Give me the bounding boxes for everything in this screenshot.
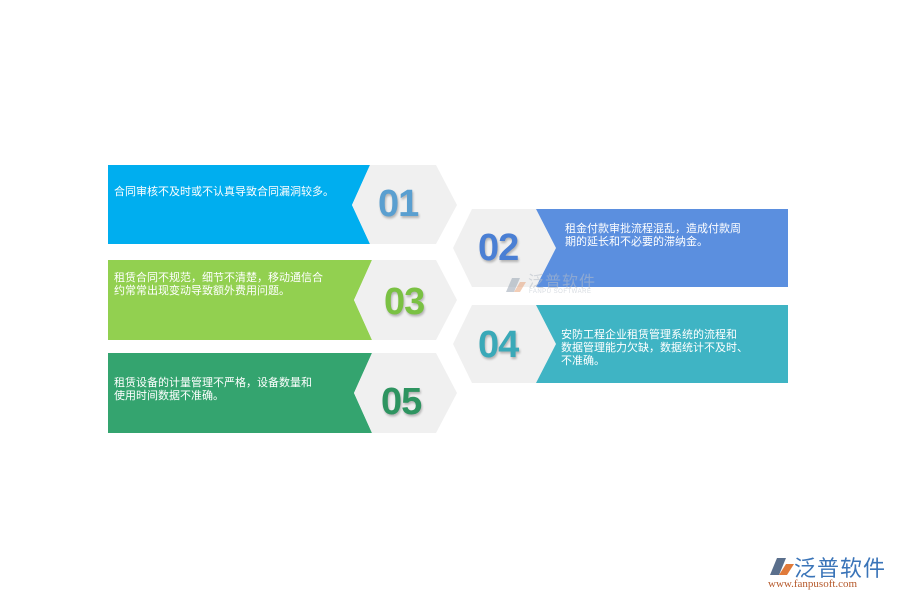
- panel-05: [108, 353, 372, 433]
- hexagon-04: [453, 305, 556, 383]
- item-05-number: 05: [381, 381, 422, 423]
- panel-01: [108, 165, 370, 244]
- panel-03: [108, 260, 372, 340]
- item-03-text: 租赁合同不规范，细节不清楚，移动通信合 约常常出现变动导致额外费用问题。: [114, 271, 323, 297]
- hexagon-02: [453, 209, 556, 287]
- item-05-text: 租赁设备的计量管理不严格，设备数量和 使用时间数据不准确。: [114, 376, 312, 402]
- watermark: 泛普软件 FANPU SOFTWARE: [502, 272, 612, 302]
- brand-name: 泛普软件: [794, 557, 887, 582]
- watermark-cn: 泛普软件: [528, 272, 597, 291]
- panel-04: [536, 305, 788, 383]
- hexagon-01: [352, 165, 457, 244]
- item-01-text: 合同审核不及时或不认真导致合同漏洞较多。: [114, 185, 334, 198]
- fanpu-logo-icon: [770, 558, 794, 575]
- item-04-number: 04: [478, 324, 519, 366]
- item-02-text: 租金付款审批流程混乱，造成付款周 期的延长和不必要的滞纳金。: [565, 222, 741, 248]
- hexagon-05: [354, 353, 457, 433]
- item-04-text: 安防工程企业租赁管理系统的流程和 数据管理能力欠缺，数据统计不及时、 不准确。: [561, 328, 748, 367]
- item-03-number: 03: [384, 281, 425, 323]
- panel-02: [536, 209, 788, 287]
- brand-url: www.fanpusoft.com: [768, 578, 858, 590]
- item-01-number: 01: [378, 183, 419, 225]
- fanpu-logo-icon: [506, 278, 526, 292]
- item-02-number: 02: [478, 227, 519, 269]
- watermark-en: FANPU SOFTWARE: [529, 289, 592, 295]
- brand-logo: 泛普软件 www.fanpusoft.com: [768, 551, 898, 596]
- hexagon-03: [354, 260, 457, 340]
